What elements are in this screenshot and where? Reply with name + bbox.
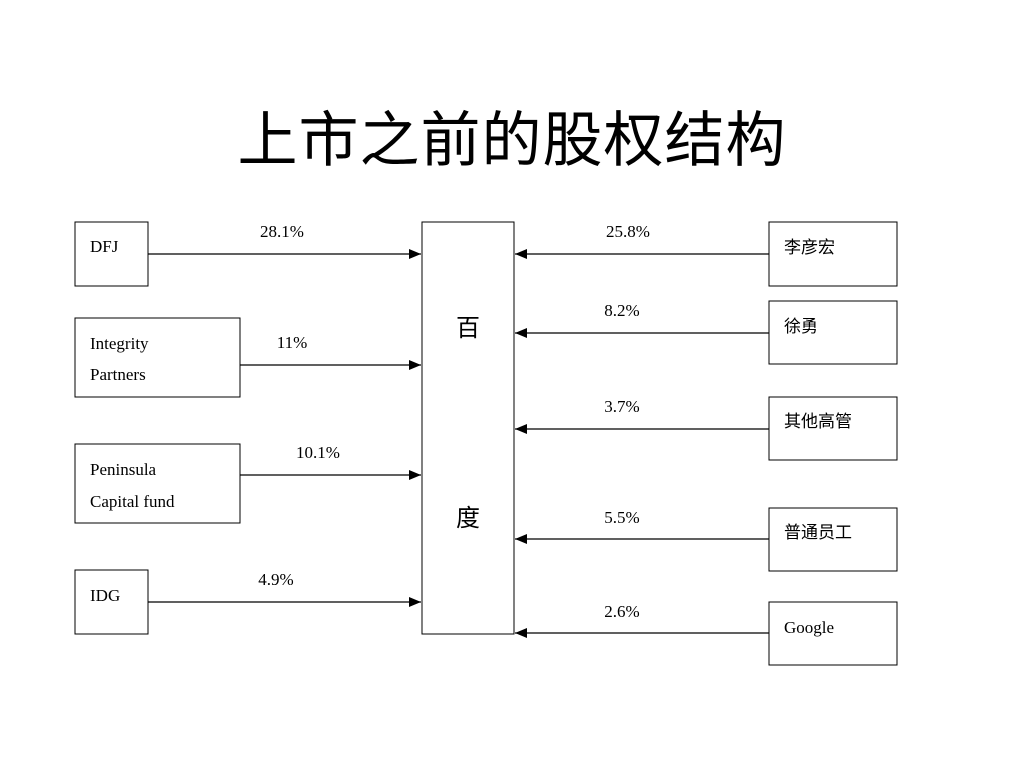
- right-shareholder-3: 其他高管 3.7%: [515, 396, 898, 461]
- ownership-percent: 3.7%: [604, 397, 639, 416]
- right-shareholder-1: 李彦宏 25.8%: [515, 221, 898, 287]
- ownership-percent: 28.1%: [260, 222, 304, 241]
- shareholder-name-line: Peninsula: [90, 460, 157, 479]
- ownership-percent: 11%: [277, 333, 308, 352]
- shareholder-box: [768, 221, 898, 287]
- center-label-bottom: 度: [456, 504, 480, 532]
- shareholder-box: [74, 443, 241, 524]
- shareholder-name-line: DFJ: [90, 237, 119, 256]
- shareholder-name-line: Google: [784, 618, 834, 637]
- ownership-percent: 25.8%: [606, 222, 650, 241]
- page-title: 上市之前的股权结构: [237, 106, 787, 176]
- right-shareholder-5: Google 2.6%: [515, 601, 898, 666]
- shareholder-name-line: 普通员工: [784, 523, 852, 542]
- right-shareholder-4: 普通员工 5.5%: [515, 507, 898, 572]
- shareholder-name-line: Integrity: [90, 334, 149, 353]
- shareholder-box: [74, 317, 241, 398]
- right-shareholders: 李彦宏 25.8% 徐勇 8.2% 其他高管 3.7% 普通员工 5.5% Google 2.6%: [515, 221, 898, 666]
- shareholder-name-line: 徐勇: [784, 317, 818, 336]
- shareholder-name-line: Partners: [90, 365, 146, 384]
- shareholder-box: [768, 507, 898, 572]
- shareholder-name-line: Capital fund: [90, 492, 175, 511]
- ownership-percent: 2.6%: [604, 602, 639, 621]
- shareholder-box: [74, 221, 149, 287]
- left-shareholder-1: DFJ 28.1%: [74, 221, 421, 287]
- ownership-percent: 4.9%: [258, 570, 293, 589]
- ownership-percent: 10.1%: [296, 443, 340, 462]
- ownership-percent: 8.2%: [604, 301, 639, 320]
- shareholder-box: [768, 300, 898, 365]
- shareholder-name-line: 李彦宏: [784, 238, 835, 257]
- left-shareholder-4: IDG 4.9%: [74, 569, 421, 635]
- shareholder-box: [768, 601, 898, 666]
- right-shareholder-2: 徐勇 8.2%: [515, 300, 898, 365]
- ownership-percent: 5.5%: [604, 508, 639, 527]
- center-company-node: 百 度: [421, 221, 515, 635]
- shareholder-name-line: 其他高管: [784, 412, 852, 431]
- center-label-top: 百: [456, 314, 480, 342]
- shareholder-name-line: IDG: [90, 586, 120, 605]
- shareholder-box: [768, 396, 898, 461]
